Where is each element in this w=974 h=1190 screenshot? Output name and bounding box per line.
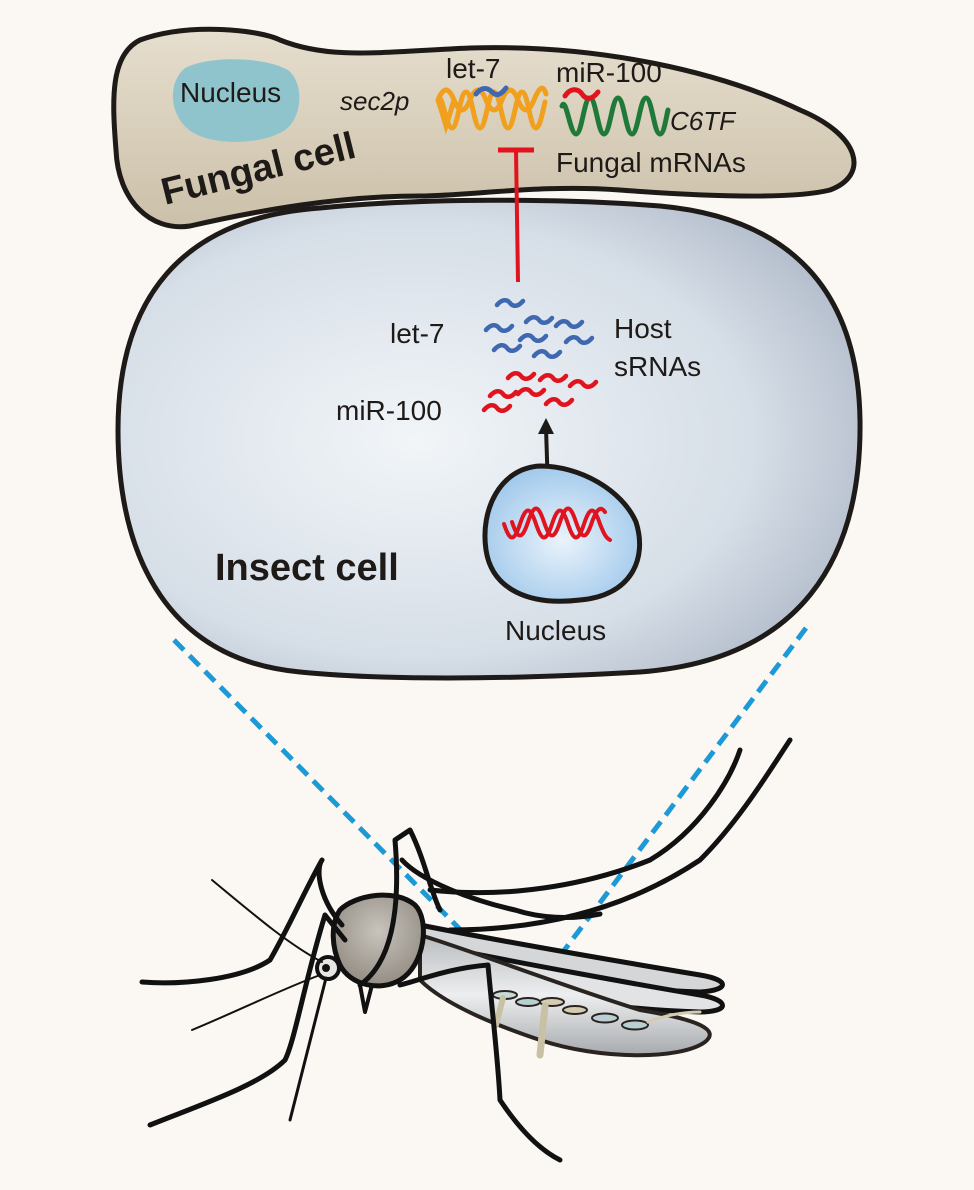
fungal-let7-srna bbox=[473, 85, 509, 98]
mosquito-thorax bbox=[330, 892, 426, 989]
srnas-label: sRNAs bbox=[614, 351, 701, 382]
fungal-let7-label: let-7 bbox=[446, 53, 500, 84]
sec2p-label: sec2p bbox=[340, 86, 409, 116]
mosquito-front-leg-1 bbox=[139, 857, 345, 986]
insect-nucleus bbox=[482, 463, 642, 604]
insect-mir100-label: miR-100 bbox=[336, 395, 442, 426]
c6tf-mrna bbox=[559, 95, 671, 137]
insect-let7-label: let-7 bbox=[390, 318, 444, 349]
mir100-srna-cluster bbox=[481, 371, 599, 413]
insect-nucleus-label: Nucleus bbox=[505, 615, 606, 646]
fungal-nucleus bbox=[172, 59, 300, 142]
fungal-mir100-label: miR-100 bbox=[556, 57, 662, 88]
mosquito-front-leg-2 bbox=[147, 912, 348, 1128]
mosquito-mid-leg-2 bbox=[397, 962, 563, 1163]
insect-cell-title: Insect cell bbox=[215, 547, 399, 589]
mosquito-mid-leg bbox=[399, 857, 603, 920]
zoom-line-left bbox=[172, 638, 522, 992]
fungal-hyphae bbox=[492, 990, 702, 1059]
fungal-mrnas-label: Fungal mRNAs bbox=[556, 147, 746, 178]
insect-cell: Insect cell let-7 Host sRNAs miR-100 bbox=[115, 147, 863, 681]
let7-srna-cluster bbox=[483, 298, 595, 359]
dna-helix bbox=[502, 506, 612, 542]
zoom-line-right bbox=[546, 626, 808, 974]
mosquito bbox=[139, 737, 793, 1163]
mosquito-front-leg-3 bbox=[358, 983, 374, 1014]
host-label: Host bbox=[614, 313, 672, 344]
mosquito-hind-leg-2 bbox=[447, 737, 793, 933]
mosquito-proboscis bbox=[288, 976, 328, 1122]
sec2p-mrna bbox=[435, 85, 549, 135]
fungal-cell: Nucleus sec2p let-7 miR-100 C6TF Fungal … bbox=[111, 26, 857, 230]
inhibition-arrow bbox=[498, 147, 534, 283]
c6tf-label: C6TF bbox=[670, 106, 737, 136]
insect-cell-membrane bbox=[115, 197, 863, 681]
mosquito-front-leg-4 bbox=[357, 827, 443, 988]
fungal-mir100-srna bbox=[562, 87, 601, 101]
mosquito-hind-leg-1 bbox=[427, 747, 743, 896]
fungal-nucleus-label: Nucleus bbox=[180, 77, 281, 108]
